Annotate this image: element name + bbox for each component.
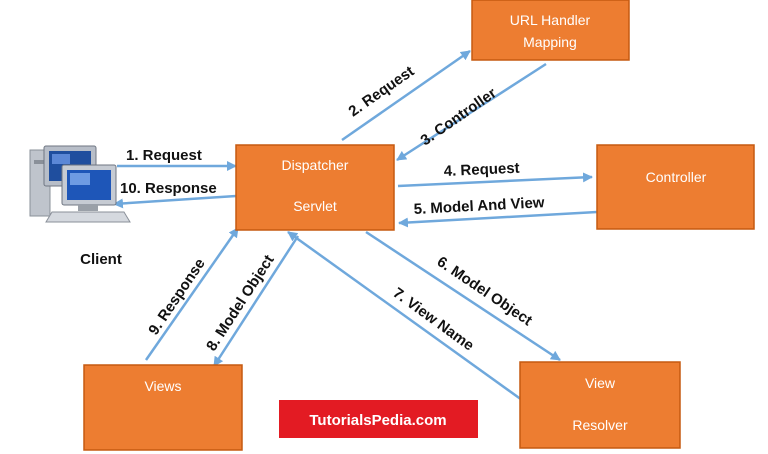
edge-label-1: 1. Request xyxy=(126,147,202,164)
controller-line1: Controller xyxy=(646,169,707,185)
node-view-resolver: View Resolver xyxy=(519,361,681,449)
url-handler-line1: URL Handler xyxy=(510,12,591,28)
arrows xyxy=(113,49,598,402)
node-controller: Controller xyxy=(596,144,755,230)
views-line1: Views xyxy=(144,378,181,394)
arrow-response-from-views xyxy=(144,227,240,361)
arrow-model-object-to-views xyxy=(212,235,300,367)
dispatcher-line1: Dispatcher xyxy=(282,157,349,173)
url-handler-line2: Mapping xyxy=(523,34,577,50)
arrow-model-object-to-resolver xyxy=(365,230,561,362)
node-views: Views xyxy=(83,364,243,451)
edge-label-9: 9. Response xyxy=(145,255,209,338)
edge-label-6: 6. Model Object xyxy=(434,253,535,329)
view-resolver-line2: Resolver xyxy=(572,417,628,433)
arrow-model-and-view xyxy=(398,210,598,228)
view-resolver-line1: View xyxy=(585,375,616,391)
arrow-request-to-url-handler xyxy=(341,49,471,142)
arrow-client-response xyxy=(113,194,237,209)
brand-label: TutorialsPedia.com xyxy=(309,412,446,429)
client-label: Client xyxy=(80,251,122,268)
node-dispatcher-servlet: Dispatcher Servlet xyxy=(235,144,395,231)
arrow-controller-from-url-handler xyxy=(396,62,547,162)
computer-icon xyxy=(29,145,131,223)
arrow-request-to-controller xyxy=(397,172,593,188)
arrow-view-name xyxy=(287,230,523,402)
node-url-handler-mapping: URL Handler Mapping xyxy=(471,0,630,61)
dispatcher-line2: Servlet xyxy=(293,198,337,214)
edge-label-4: 4. Request xyxy=(443,160,520,180)
edge-label-5: 5. Model And View xyxy=(413,194,545,218)
edge-label-7: 7. View Name xyxy=(390,284,477,354)
edge-label-8: 8. Model Object xyxy=(203,252,278,354)
edge-label-3: 3. Controller xyxy=(418,85,500,150)
brand-badge: TutorialsPedia.com xyxy=(279,400,478,438)
edge-label-10: 10. Response xyxy=(120,180,217,197)
